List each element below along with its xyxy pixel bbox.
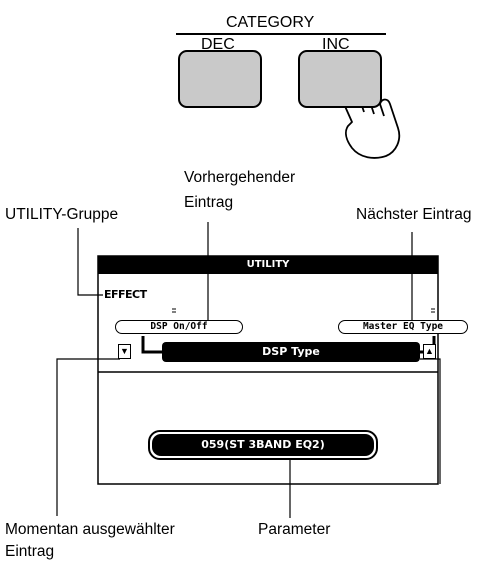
dec-button[interactable] [178,50,262,108]
previous-entry-callout-line2: Eintrag [184,193,233,212]
lcd-header: UTILITY [98,256,438,274]
lcd-group-label: EFFECT [104,288,147,301]
next-item: Master EQ Type [338,320,468,334]
current-entry-callout-line1: Momentan ausgewählter [5,520,175,539]
scroll-up-icon[interactable]: ▲ [423,344,436,359]
category-title: CATEGORY [226,13,314,32]
utility-group-callout: UTILITY-Gruppe [5,205,118,224]
parameter-value: 059(ST 3BAND EQ2) [152,434,374,456]
previous-entry-callout-line1: Vorhergehender [184,168,295,187]
current-item: DSP Type [162,342,420,362]
scroll-down-icon[interactable]: ▼ [118,344,131,359]
previous-item: DSP On/Off [115,320,243,334]
current-entry-callout-line2: Eintrag [5,542,54,561]
parameter-callout: Parameter [258,520,330,539]
next-entry-callout: Nächster Eintrag [356,205,471,224]
inc-button[interactable] [298,50,382,108]
